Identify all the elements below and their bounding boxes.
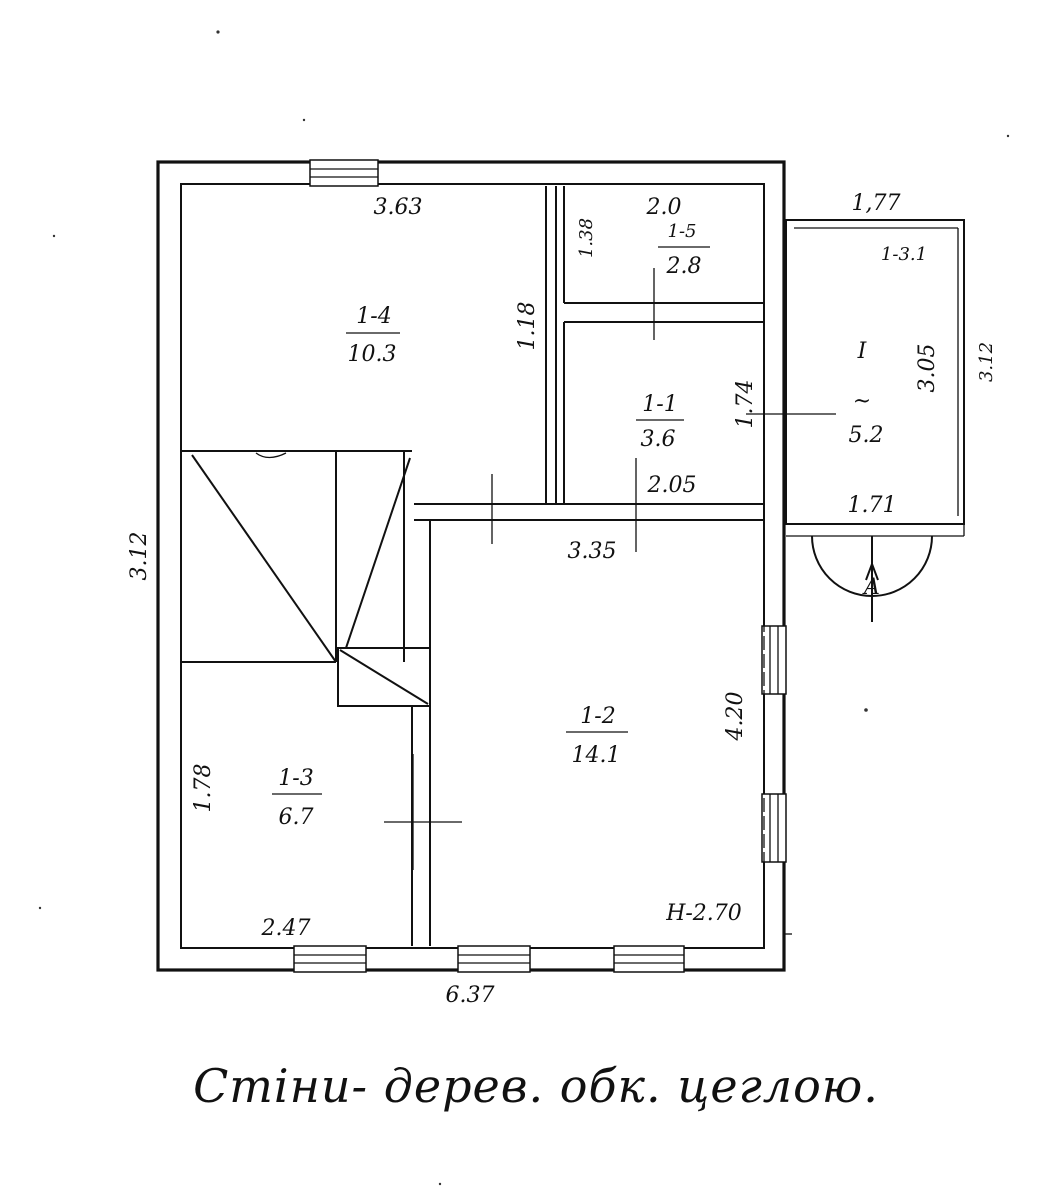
svg-text:~: ~ bbox=[853, 389, 871, 414]
svg-text:5.2: 5.2 bbox=[849, 423, 884, 448]
dimension-ticks bbox=[384, 268, 836, 935]
caption: Стіни- дерев. обк. цеглою. bbox=[193, 1059, 879, 1113]
scan-specks bbox=[38, 30, 1010, 1186]
window-top bbox=[309, 159, 379, 187]
dim-2-47: 2.47 bbox=[261, 916, 311, 941]
dimension-labels: 3.63 2.0 1,77 3.35 2.05 1.71 6.37 2.47 1… bbox=[127, 191, 997, 1008]
svg-text:1-2: 1-2 bbox=[580, 704, 615, 729]
ceiling-height: H-2.70 bbox=[665, 901, 742, 926]
dim-3-63: 3.63 bbox=[374, 195, 423, 220]
svg-text:2.8: 2.8 bbox=[666, 254, 702, 279]
dim-2-0: 2.0 bbox=[646, 195, 682, 220]
dim-3-12: 3.12 bbox=[127, 532, 152, 581]
dim-3-05: 3.05 bbox=[915, 344, 940, 393]
room-labels: 1-4 10.3 1-5 2.8 1-1 3.6 1-2 14.1 1-3 6.… bbox=[272, 221, 884, 830]
entrance-arrow-label: A bbox=[862, 575, 880, 600]
room-1-4-label: 1-4 10.3 bbox=[346, 304, 400, 367]
dim-1-78: 1.78 bbox=[191, 764, 216, 813]
svg-text:1-5: 1-5 bbox=[668, 221, 697, 242]
svg-text:1-1: 1-1 bbox=[642, 392, 677, 417]
svg-text:3.6: 3.6 bbox=[641, 427, 676, 452]
svg-text:14.1: 14.1 bbox=[572, 743, 621, 768]
svg-text:I: I bbox=[857, 339, 868, 364]
room-1-3-label: 1-3 6.7 bbox=[272, 766, 322, 830]
room-1-2-label: 1-2 14.1 bbox=[566, 704, 628, 768]
dim-4-20: 4.20 bbox=[723, 692, 748, 742]
window-right-1 bbox=[761, 625, 787, 695]
dim-3-12-veranda: 3.12 bbox=[976, 342, 997, 382]
veranda-label: I ~ 5.2 bbox=[849, 339, 884, 448]
window-bottom-3 bbox=[613, 945, 685, 973]
svg-text:1-3: 1-3 bbox=[278, 766, 313, 791]
dim-1-18: 1.18 bbox=[515, 302, 540, 351]
partitions bbox=[181, 186, 765, 946]
staircase bbox=[181, 450, 431, 707]
svg-text:1-4: 1-4 bbox=[356, 304, 391, 329]
window-bottom-1 bbox=[293, 945, 367, 973]
dim-1-74: 1.74 bbox=[733, 380, 758, 429]
dim-6-37: 6.37 bbox=[446, 983, 495, 1008]
dim-2-05: 2.05 bbox=[647, 473, 697, 498]
entrance-door bbox=[811, 535, 933, 622]
window-right-2 bbox=[761, 793, 787, 863]
dim-3-35: 3.35 bbox=[568, 539, 617, 564]
svg-text:10.3: 10.3 bbox=[348, 342, 397, 367]
veranda-small-label: 1-3.1 bbox=[881, 244, 927, 265]
windows bbox=[293, 159, 787, 973]
dim-1-71: 1.71 bbox=[848, 493, 897, 518]
room-1-5-label: 1-5 2.8 bbox=[658, 221, 710, 279]
window-bottom-2 bbox=[457, 945, 531, 973]
svg-text:6.7: 6.7 bbox=[279, 805, 314, 830]
room-1-1-label: 1-1 3.6 bbox=[636, 392, 684, 452]
dim-1-38: 1.38 bbox=[576, 218, 597, 258]
dim-1-77: 1,77 bbox=[852, 191, 901, 216]
outer-walls bbox=[156, 160, 786, 972]
veranda bbox=[785, 219, 965, 537]
